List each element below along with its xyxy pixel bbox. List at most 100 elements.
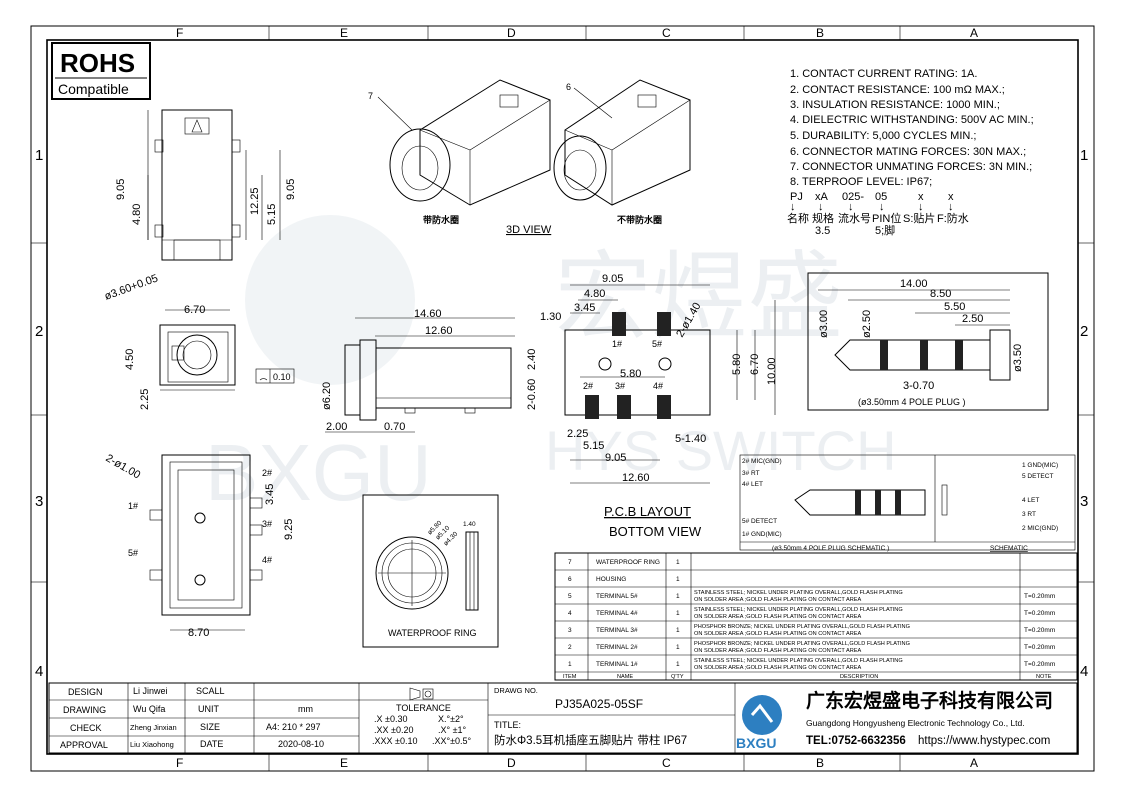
pin-label: 2# (262, 468, 272, 478)
company-tel: TEL:0752-6632356 (806, 735, 906, 747)
dim-label: 9.05 (115, 179, 127, 200)
svg-text:ON SOLDER AREA ;GOLD FLASH PLA: ON SOLDER AREA ;GOLD FLASH PLATING ON CO… (694, 665, 861, 671)
watermark-en: HYS SWITCH (545, 419, 897, 482)
dim-label: 10.00 (766, 357, 778, 385)
tol-line: .XX ±0.20 (374, 725, 413, 735)
svg-text:T=0.20mm: T=0.20mm (1024, 610, 1055, 617)
dim-label: 2-ø1.00 (104, 452, 143, 481)
label-bottom-view: BOTTOM VIEW (609, 524, 702, 539)
rohs-title: ROHS (60, 48, 135, 78)
svg-text:TERMINAL 5#: TERMINAL 5# (596, 593, 638, 600)
approval-name: Liu Xiaohong (130, 740, 174, 749)
bom-table (554, 552, 1078, 681)
dim-label: 5.15 (583, 440, 604, 452)
watermark: 宏煜盛 HYS SWITCH BXGU (205, 215, 897, 517)
code-part: 025- (842, 191, 864, 203)
arrow-icon: ↓ (818, 201, 824, 213)
zone-number: 2 (35, 323, 43, 340)
company-web: https://www.hystypec.com (918, 735, 1050, 747)
dim-label: ø6.20 (321, 382, 333, 410)
drawing-name: Wu Qifa (133, 704, 165, 714)
dim-label: 12.60 (425, 325, 453, 337)
pin-label: 5# (652, 339, 662, 349)
svg-text:DESCRIPTION: DESCRIPTION (840, 674, 878, 680)
zone-letter: B (816, 756, 824, 770)
sch-left-label: 1# GND(MIC) (742, 531, 782, 538)
label-3d-view: 3D VIEW (506, 224, 552, 236)
code-meaning: 流水号 (838, 211, 871, 225)
zone-numbers: 1 2 3 4 1 2 3 4 (35, 147, 1088, 680)
tol-line: X.°±2° (438, 714, 464, 724)
svg-text:PHOSPHOR BRONZE; NICKEL UNDER: PHOSPHOR BRONZE; NICKEL UNDER PLATING OV… (694, 624, 910, 630)
svg-text:PHOSPHOR BRONZE; NICKEL UNDER: PHOSPHOR BRONZE; NICKEL UNDER PLATING OV… (694, 641, 910, 647)
dim-label: ø3.50 (1012, 344, 1024, 372)
approval-label: APPROVAL (60, 740, 108, 750)
code-meaning: PIN位 (872, 211, 901, 225)
spec-line: 7. CONNECTOR UNMATING FORCES: 3N MIN.; (790, 161, 1032, 173)
pin-label: 3# (262, 519, 272, 529)
svg-text:ON SOLDER AREA ;GOLD FLASH PLA: ON SOLDER AREA ;GOLD FLASH PLATING ON CO… (694, 648, 861, 654)
sch-title: SCHEMATIC (990, 545, 1028, 552)
dim-label: 0.70 (384, 421, 405, 433)
dim-label: 2.50 (962, 313, 983, 325)
zone-letters-bottom: F E D C B A (176, 756, 978, 770)
arrow-icon: ↓ (948, 201, 954, 213)
zone-letter: F (176, 26, 183, 40)
dim-label: 2.25 (567, 428, 588, 440)
pin-label: 3# (615, 381, 625, 391)
dim-label: ø2.50 (861, 310, 873, 338)
pin-label: 2# (583, 381, 593, 391)
arrow-icon: ↓ (848, 201, 854, 213)
dim-label: 3-0.70 (903, 380, 934, 392)
zone-number: 3 (1080, 493, 1088, 510)
dim-label: ø3.60+0.05 (103, 272, 160, 302)
spec-line: 8. TERPROOF LEVEL: IP67; (790, 176, 932, 188)
dim-label: 5.15 (266, 204, 278, 225)
drawing-no-label: DRAWG NO. (494, 686, 538, 695)
title-block-text: DESIGN Li Jinwei SCALL DRAWING Wu Qifa U… (60, 686, 687, 750)
plug-caption: (ø3.50mm 4 POLE PLUG ) (858, 397, 966, 407)
pin-label: 4# (262, 555, 272, 565)
spec-line: 3. INSULATION RESISTANCE: 1000 MIN.; (790, 99, 1000, 111)
zone-number: 1 (35, 147, 43, 164)
zone-number: 3 (35, 493, 43, 510)
dim-label: 3.45 (264, 484, 276, 505)
code-meaning: S:贴片 (903, 211, 935, 225)
arrow-icon: ↓ (879, 201, 885, 213)
pin-label: 4# (653, 381, 663, 391)
dim-label: 5.50 (944, 301, 965, 313)
projection-symbol-icon (409, 687, 434, 701)
specs: 1. CONTACT CURRENT RATING: 1A. 2. CONTAC… (790, 68, 1034, 188)
code-meaning: F:防水 (937, 211, 969, 225)
dim-label: 8.70 (188, 627, 209, 639)
design-label: DESIGN (68, 687, 103, 697)
svg-text:2: 2 (568, 644, 572, 651)
callout-7: 7 (368, 91, 373, 101)
plug-view: 14.00 8.50 5.50 2.50 ø3.00 ø2.50 ø3.50 3… (807, 272, 1049, 411)
zone-letter: F (176, 756, 183, 770)
title-block (48, 682, 1078, 754)
unit-value: mm (298, 704, 313, 714)
waterproof-ring-view: 1.40 ø5.80 ø5.10 ø4.30 WATERPROOF RING (362, 494, 499, 648)
watermark-cn: 宏煜盛 (555, 244, 843, 351)
code-part: x (948, 191, 954, 203)
inner-frame (46, 39, 1079, 755)
rohs-badge: ROHS Compatible (51, 42, 151, 100)
label-with-ring: 带防水圈 (423, 214, 459, 225)
unit-label: UNIT (198, 704, 219, 714)
company-en: Guangdong Hongyusheng Electronic Technol… (806, 718, 1025, 728)
label-waterproof-ring: WATERPROOF RING (388, 628, 477, 638)
view-3d: 7 6 带防水圈 不带防水圈 3D VIEW (368, 79, 691, 236)
dim-label: 5.80 (620, 368, 641, 380)
dim-label: 2.25 (139, 389, 151, 410)
company-cn: 广东宏煜盛电子科技有限公司 (806, 689, 1053, 712)
svg-text:STAINLESS STEEL; NICKEL UNDER: STAINLESS STEEL; NICKEL UNDER PLATING OV… (694, 607, 903, 613)
sch-left-label: 2# MIC(GND) (742, 458, 782, 465)
dim-label: 1.40 (463, 521, 476, 528)
rohs-subtitle: Compatible (58, 81, 129, 97)
check-label: CHECK (70, 723, 102, 733)
svg-text:Q'TY: Q'TY (671, 674, 684, 680)
spec-line: 4. DIELECTRIC WITHSTANDING: 500V AC MIN.… (790, 114, 1034, 126)
